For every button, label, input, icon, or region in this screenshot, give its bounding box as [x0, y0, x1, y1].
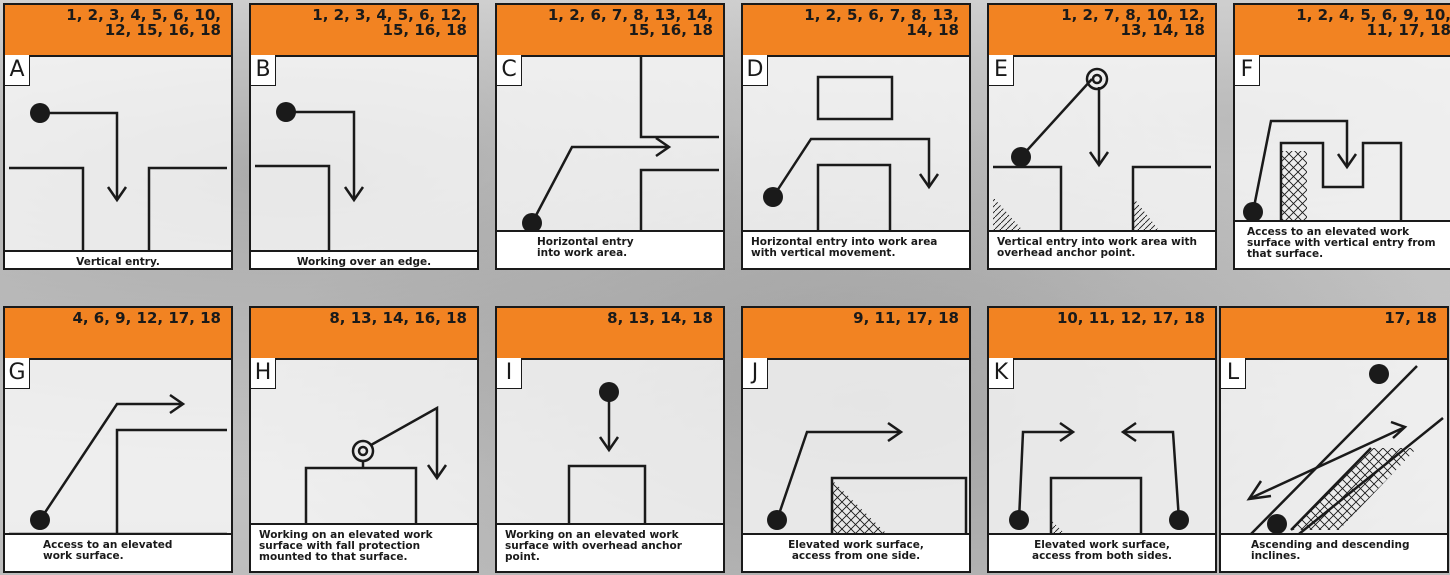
card-caption: Horizontal entry into work area.	[497, 230, 723, 268]
scenario-card-i: 8, 13, 14, 18 I Working on an elevated w…	[495, 306, 725, 573]
card-header: 1, 2, 6, 7, 8, 13, 14, 15, 16, 18	[497, 5, 723, 57]
card-header: 1, 2, 7, 8, 10, 12, 13, 14, 18	[989, 5, 1215, 57]
scenario-card-d: 1, 2, 5, 6, 7, 8, 13, 14, 18 D Horizonta…	[741, 3, 971, 270]
card-caption: Access to an elevated work surface.	[5, 533, 231, 571]
applicable-numbers: 1, 2, 3, 4, 5, 6, 12, 15, 16, 18	[277, 8, 467, 38]
scenario-card-j: 9, 11, 17, 18 J Elevated work surface, a…	[741, 306, 971, 573]
applicable-numbers: 1, 2, 3, 4, 5, 6, 10, 12, 15, 16, 18	[31, 8, 221, 38]
scenario-card-h: 8, 13, 14, 16, 18 H Working on an elevat…	[249, 306, 479, 573]
card-caption: Working on an elevated work surface with…	[251, 523, 477, 571]
card-header: 8, 13, 14, 18	[497, 308, 723, 360]
card-caption: Elevated work surface, access from both …	[989, 533, 1215, 571]
applicable-numbers: 17, 18	[1247, 311, 1437, 326]
card-caption: Access to an elevated work surface with …	[1235, 220, 1450, 268]
card-caption: Elevated work surface, access from one s…	[743, 533, 969, 571]
applicable-numbers: 1, 2, 5, 6, 7, 8, 13, 14, 18	[769, 8, 959, 38]
applicable-numbers: 1, 2, 7, 8, 10, 12, 13, 14, 18	[1015, 8, 1205, 38]
card-caption: Horizontal entry into work area with ver…	[743, 230, 969, 268]
scenario-card-g: 4, 6, 9, 12, 17, 18 G Access to an eleva…	[3, 306, 233, 573]
scenario-card-e: 1, 2, 7, 8, 10, 12, 13, 14, 18 E Vertica…	[987, 3, 1217, 270]
scenario-card-l: 17, 18 L Ascending and descending inclin…	[1219, 306, 1449, 573]
working-over-edge-diagram	[251, 55, 477, 270]
card-header: 1, 2, 5, 6, 7, 8, 13, 14, 18	[743, 5, 969, 57]
card-header: 1, 2, 3, 4, 5, 6, 10, 12, 15, 16, 18	[5, 5, 231, 57]
card-caption: Working on an elevated work surface with…	[497, 523, 723, 571]
scenario-card-f: 1, 2, 4, 5, 6, 9, 10, 11, 17, 18 F Acces…	[1233, 3, 1450, 270]
card-header: 4, 6, 9, 12, 17, 18	[5, 308, 231, 360]
card-caption: Vertical entry.	[5, 250, 231, 268]
applicable-numbers: 9, 11, 17, 18	[769, 311, 959, 326]
card-header: 1, 2, 4, 5, 6, 9, 10, 11, 17, 18	[1235, 5, 1450, 57]
scenario-card-c: 1, 2, 6, 7, 8, 13, 14, 15, 16, 18 C Hori…	[495, 3, 725, 270]
card-header: 10, 11, 12, 17, 18	[989, 308, 1215, 360]
card-header: 1, 2, 3, 4, 5, 6, 12, 15, 16, 18	[251, 5, 477, 57]
scenario-card-b: 1, 2, 3, 4, 5, 6, 12, 15, 16, 18 B Worki…	[249, 3, 479, 270]
applicable-numbers: 8, 13, 14, 16, 18	[277, 311, 467, 326]
card-header: 8, 13, 14, 16, 18	[251, 308, 477, 360]
vertical-entry-diagram	[5, 55, 231, 270]
applicable-numbers: 1, 2, 6, 7, 8, 13, 14, 15, 16, 18	[523, 8, 713, 38]
scenario-card-a: 1, 2, 3, 4, 5, 6, 10, 12, 15, 16, 18 A V…	[3, 3, 233, 270]
scenario-card-k: 10, 11, 12, 17, 18 K Elevated work surfa…	[987, 306, 1217, 573]
applicable-numbers: 4, 6, 9, 12, 17, 18	[31, 311, 221, 326]
applicable-numbers: 1, 2, 4, 5, 6, 9, 10, 11, 17, 18	[1261, 8, 1450, 38]
applicable-numbers: 10, 11, 12, 17, 18	[1015, 311, 1205, 326]
card-caption: Working over an edge.	[251, 250, 477, 268]
applicable-numbers: 8, 13, 14, 18	[523, 311, 713, 326]
card-caption: Ascending and descending inclines.	[1221, 533, 1447, 571]
card-caption: Vertical entry into work area with overh…	[989, 230, 1215, 268]
card-header: 17, 18	[1221, 308, 1447, 360]
card-header: 9, 11, 17, 18	[743, 308, 969, 360]
